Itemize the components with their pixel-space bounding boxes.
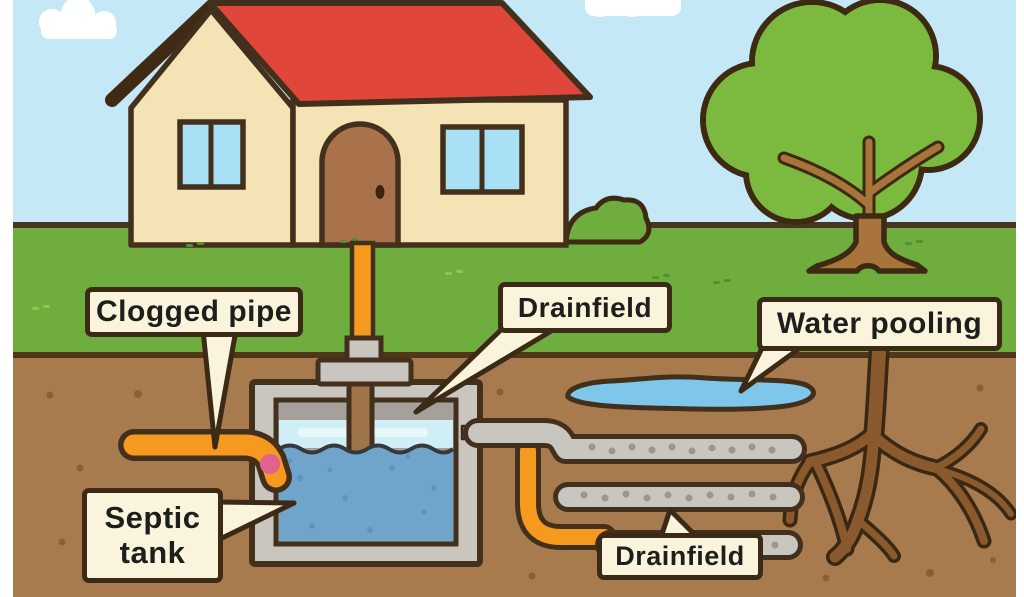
water-puddle	[565, 374, 816, 412]
label-drainfield-bottom-text: Drainfield	[615, 541, 745, 572]
label-drainfield-top: Drainfield	[498, 282, 672, 333]
door	[319, 121, 401, 248]
tank-lid-slab	[315, 357, 414, 387]
clogged-inlet-pipe	[118, 429, 292, 493]
sewer-pipe-vertical	[349, 240, 376, 346]
bush-icon	[563, 195, 652, 245]
cloud-middle-icon	[585, 0, 681, 17]
right-margin	[1016, 0, 1024, 597]
label-drainfield-top-text: Drainfield	[517, 291, 653, 323]
door-knob-icon	[375, 185, 385, 199]
label-drainfield-bottom: Drainfield	[597, 533, 763, 580]
roof	[207, 0, 593, 107]
clog-spot	[260, 454, 280, 474]
label-clogged-pipe-text: Clogged pipe	[96, 295, 292, 329]
label-clogged-pipe: Clogged pipe	[85, 287, 303, 337]
gable-roof-edge	[105, 0, 219, 107]
label-water-pooling: Water pooling	[757, 297, 1002, 351]
tank-water	[279, 445, 453, 541]
tree	[700, 0, 983, 274]
tree-branches	[777, 135, 945, 239]
tree-trunk	[806, 213, 928, 274]
label-septic-tank: Septic tank	[82, 488, 223, 583]
label-water-pooling-text: Water pooling	[776, 307, 983, 341]
septic-tank	[249, 379, 483, 567]
label-septic-tank-text: Septic tank	[104, 499, 201, 570]
window-right	[440, 124, 525, 195]
cloud-left-icon	[39, 0, 117, 39]
tank-inlet-pipe	[346, 380, 375, 456]
house	[105, 0, 593, 248]
water-speckles	[287, 454, 437, 533]
window-left	[177, 119, 246, 190]
grass-tufts	[32, 238, 923, 310]
left-margin	[0, 0, 13, 597]
